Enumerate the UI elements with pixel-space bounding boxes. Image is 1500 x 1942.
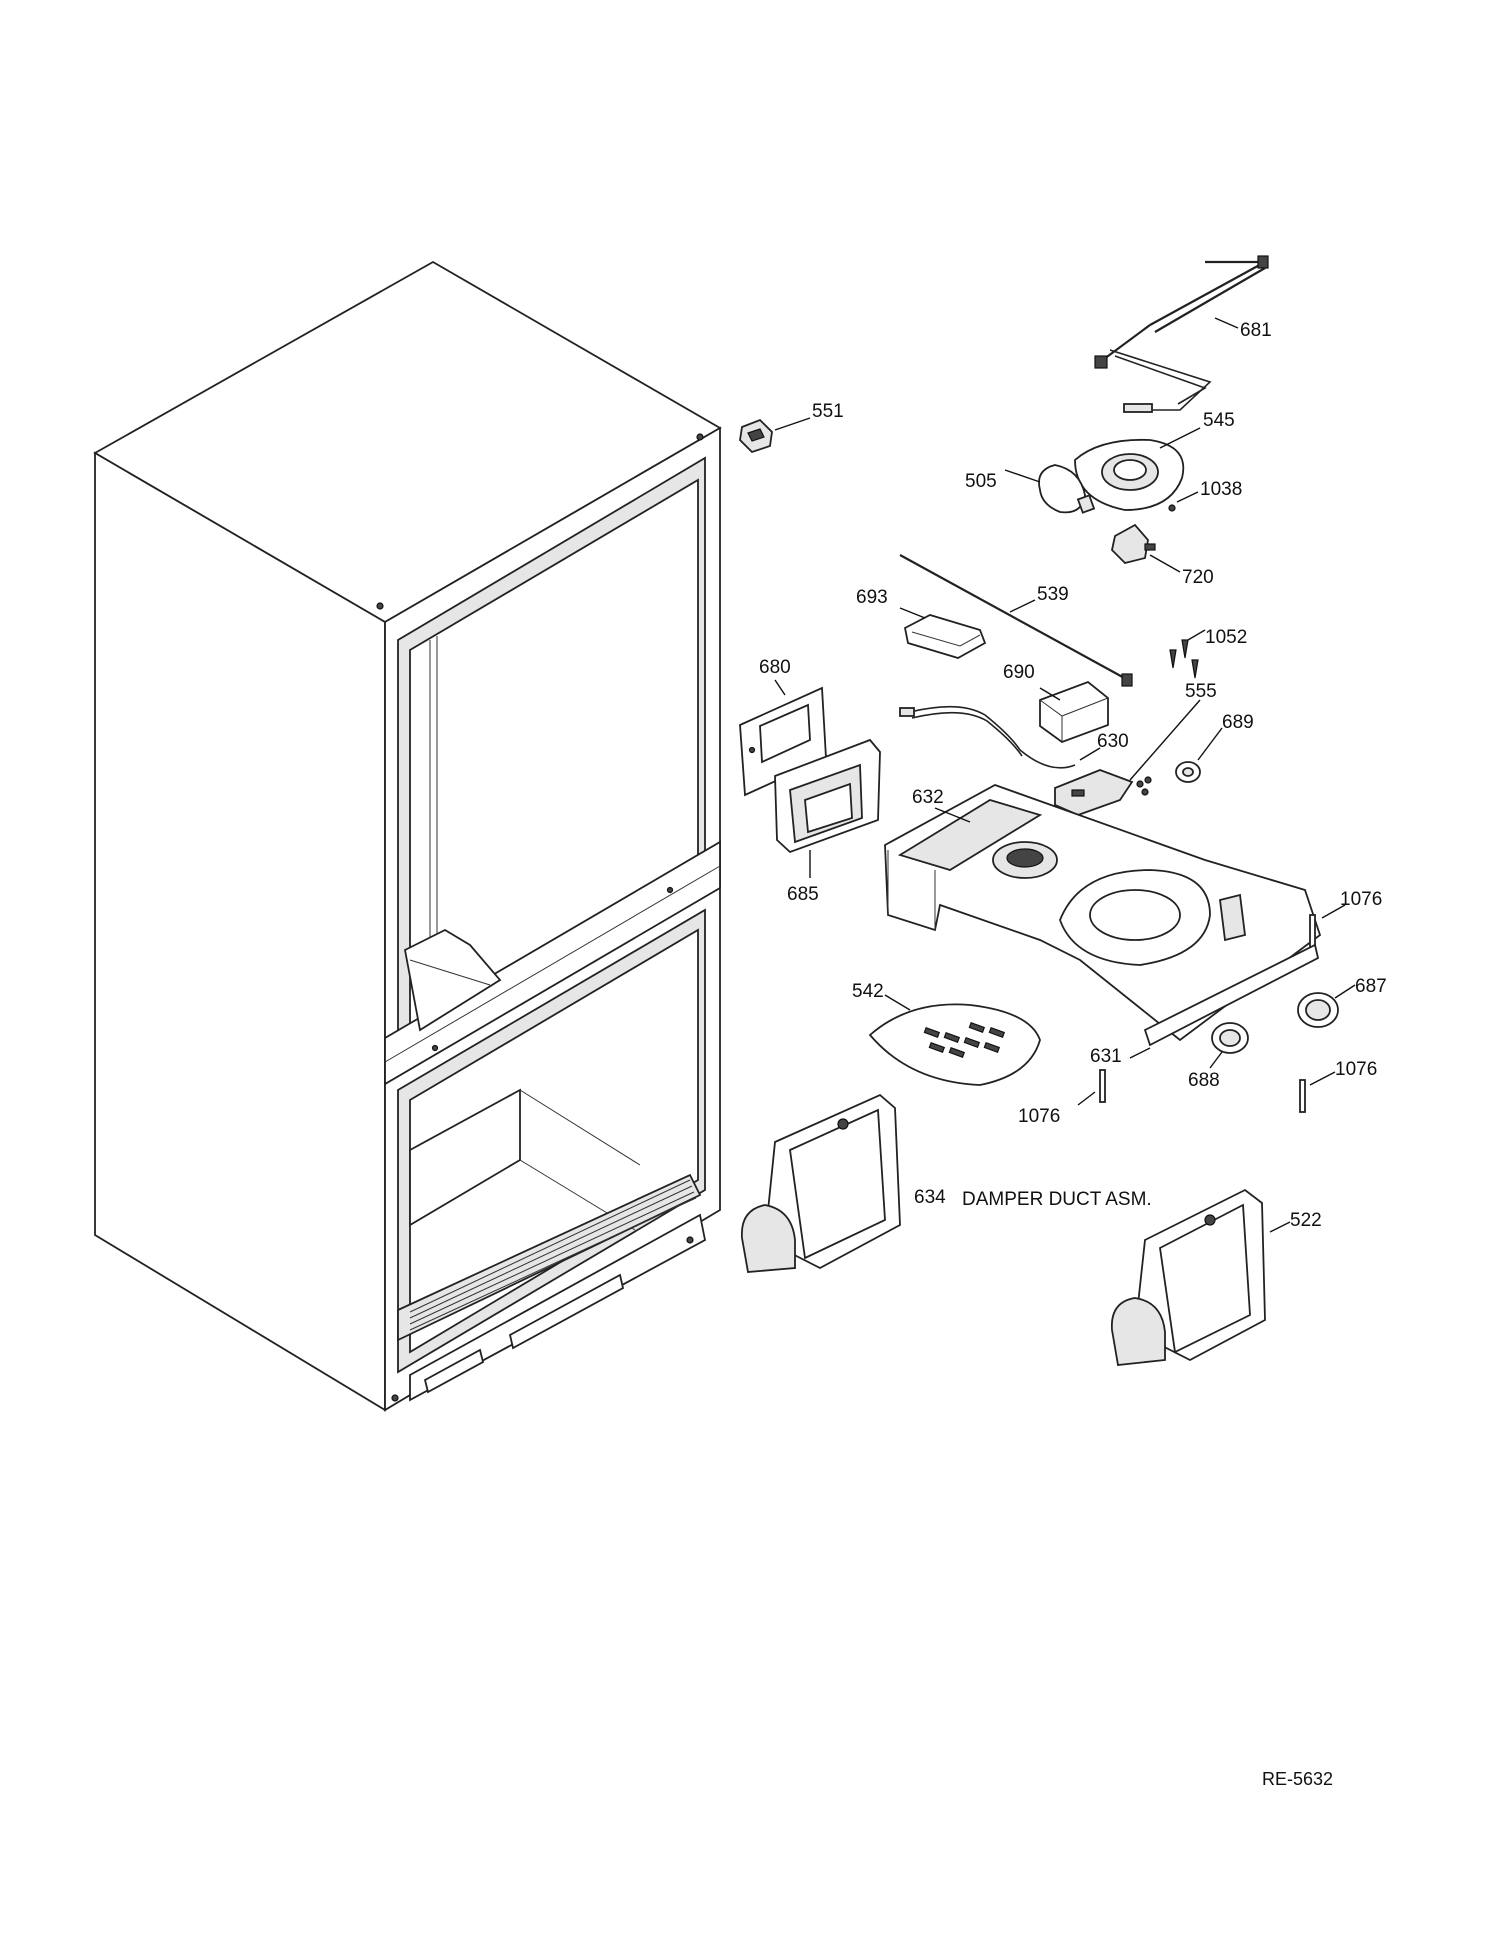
part-693-pad: 693 (856, 587, 987, 659)
part-632-dispenser-housing: 632 (884, 784, 1322, 1042)
callout-680: 680 (759, 657, 791, 678)
callout-545: 545 (1203, 410, 1235, 431)
callout-693: 693 (856, 587, 888, 608)
callout-505: 505 (965, 471, 997, 492)
callout-539: 539 (1037, 584, 1069, 605)
part-689-grommet: 689 (1175, 712, 1254, 783)
part-1076-pin-left: 1076 (1018, 1069, 1106, 1127)
part-631-strip: 631 (1090, 943, 1320, 1067)
part-551-switch: 551 (739, 401, 844, 454)
part-685-dispenser-front: 685 (774, 738, 881, 905)
callout-688: 688 (1188, 1070, 1220, 1091)
part-687-knob: 687 (1297, 976, 1387, 1028)
part-690-box: 690 (1003, 662, 1109, 744)
part-1038-screw: 1038 (1168, 479, 1242, 512)
part-681-wire-harness: 681 (1094, 255, 1272, 413)
part-630-wire: 630 (899, 705, 1129, 769)
part-1076-pin-right: 1076 (1299, 1059, 1377, 1113)
part-680-cover-panel: 680 (739, 657, 827, 797)
part-522-duct: 522 (1111, 1188, 1322, 1366)
document-code: RE-5632 (1262, 1769, 1333, 1789)
callout-689: 689 (1222, 712, 1254, 733)
callout-1076-right: 1076 (1335, 1059, 1377, 1080)
callout-690: 690 (1003, 662, 1035, 683)
callout-522: 522 (1290, 1210, 1322, 1231)
part-539-rod: 539 (899, 554, 1133, 687)
callout-542: 542 (852, 981, 884, 1002)
callout-687: 687 (1355, 976, 1387, 997)
callout-1076-upper: 1076 (1340, 889, 1382, 910)
part-720-socket: 720 (1111, 523, 1214, 588)
part-542-drip-tray: 542 (852, 981, 1041, 1086)
callout-1076-left: 1076 (1018, 1106, 1060, 1127)
part-688-knob: 688 (1188, 1022, 1249, 1091)
part-545-light-housing: 545 (1074, 410, 1235, 511)
callout-681: 681 (1240, 320, 1272, 341)
damper-duct-label: DAMPER DUCT ASM. (962, 1189, 1152, 1210)
callout-632: 632 (912, 787, 944, 808)
callout-555: 555 (1185, 681, 1217, 702)
part-1076-pin-upper: 1076 (1309, 889, 1382, 948)
callout-720: 720 (1182, 567, 1214, 588)
callout-630: 630 (1097, 731, 1129, 752)
callout-685: 685 (787, 884, 819, 905)
callout-1052: 1052 (1205, 627, 1247, 648)
refrigerator-cabinet (93, 260, 722, 1412)
callout-634: 634 (914, 1187, 946, 1208)
part-1052-screws: 1052 (1169, 627, 1247, 679)
callout-631: 631 (1090, 1046, 1122, 1067)
callout-1038: 1038 (1200, 479, 1242, 500)
part-634-damper-duct-assembly: 634 DAMPER DUCT ASM. (741, 1093, 1152, 1273)
callout-551: 551 (812, 401, 844, 422)
part-505-light-bulb: 505 (965, 464, 1096, 514)
part-555-control-board: 555 (1054, 681, 1217, 816)
